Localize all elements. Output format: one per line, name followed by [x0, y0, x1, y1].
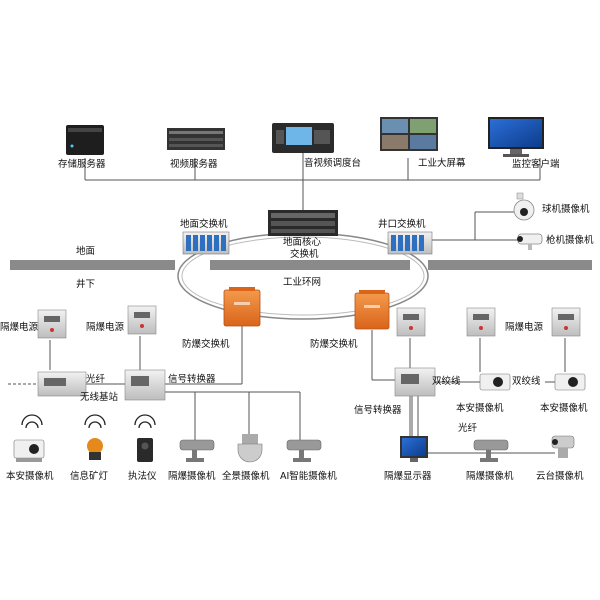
ground-band-left [10, 260, 175, 270]
signal-converter-left-label: 信号转换器 [168, 374, 216, 385]
psu-left-2-label: 隔爆电源 [86, 322, 125, 333]
psu-left-1-label: 隔爆电源 [0, 322, 39, 333]
explosion-display-label: 隔爆显示器 [384, 471, 432, 482]
explosion-camera-right-icon [473, 439, 509, 462]
explosion-camera-left-icon [179, 439, 215, 462]
explosion-switch-left-icon [223, 287, 261, 327]
ground-switch-label: 地面交换机 [180, 219, 228, 230]
shaft-switch-label: 井口交换机 [378, 219, 426, 230]
explosion-switch-right-label: 防爆交换机 [310, 339, 358, 350]
intrinsic-camera-right-2-icon [554, 373, 586, 391]
intrinsic-camera-right-1-label: 本安摄像机 [456, 403, 504, 414]
explosion-switch-left-label: 防爆交换机 [182, 339, 230, 350]
shaft-switch-icon [387, 231, 433, 255]
av-dispatch-label: 音视频调度台 [304, 158, 362, 169]
ai-camera-icon [286, 439, 322, 462]
ai-camera-label: AI智能摄像机 [280, 471, 337, 482]
wireless-base-station-icon [37, 371, 87, 397]
dome-camera-label: 球机摄像机 [542, 204, 590, 215]
ground-band-right [428, 260, 592, 270]
panorama-camera-icon [237, 434, 263, 463]
industrial-ring-inner [181, 236, 425, 316]
intrinsic-camera-left-icon [13, 439, 45, 462]
signal-converter-right-icon [394, 367, 436, 397]
signal-converter-left-icon [124, 369, 166, 401]
fiber-left-label: 光纤 [86, 374, 106, 385]
signal-converter-right-label: 信号转换器 [354, 405, 402, 416]
monitor-client-icon [488, 117, 544, 157]
psu-left-2-icon [127, 305, 157, 335]
video-server-label: 视频服务器 [170, 159, 218, 170]
storage-server-label: 存储服务器 [58, 159, 106, 170]
surface-zone-label: 地面 [76, 246, 96, 257]
explosion-camera-left-label: 隔爆摄像机 [168, 471, 216, 482]
core-switch-icon [268, 210, 338, 236]
intrinsic-camera-right-1-icon [479, 373, 511, 391]
ground-band-middle [210, 260, 410, 270]
explosion-camera-right-label: 隔爆摄像机 [466, 471, 514, 482]
psu-right-1-icon [396, 307, 426, 337]
ptz-camera-icon [551, 435, 575, 458]
ptz-camera-label: 云台摄像机 [536, 471, 584, 482]
law-recorder-label: 执法仪 [128, 471, 157, 482]
psu-right-3-icon [551, 307, 581, 337]
panorama-camera-label: 全景摄像机 [222, 471, 270, 482]
intrinsic-camera-right-2-label: 本安摄像机 [540, 403, 588, 414]
explosion-switch-right-icon [354, 290, 390, 330]
av-dispatch-icon [272, 123, 334, 153]
psu-right-2-icon [466, 307, 496, 337]
monitor-client-label: 监控客户端 [512, 159, 560, 170]
big-screen-label: 工业大屏幕 [418, 158, 466, 169]
info-lamp-icon [87, 438, 103, 460]
dome-camera-icon [513, 192, 535, 221]
wifi-icons [21, 414, 156, 429]
video-server-icon [167, 128, 225, 150]
twisted-pair-1-label: 双绞线 [432, 376, 461, 387]
info-lamp-label: 信息矿灯 [70, 471, 109, 482]
law-recorder-icon [137, 438, 153, 462]
fiber-right-label: 光纤 [458, 423, 478, 434]
psu-left-1-icon [37, 309, 67, 339]
storage-server-icon [66, 125, 104, 155]
ring-label: 工业环网 [283, 277, 322, 288]
underground-zone-label: 井下 [76, 279, 96, 290]
twisted-pair-2-label: 双绞线 [512, 376, 541, 387]
intrinsic-camera-left-label: 本安摄像机 [6, 471, 54, 482]
core-switch-label-2: 交换机 [290, 249, 319, 260]
wireless-station-label: 无线基站 [80, 392, 119, 403]
core-switch-label-1: 地面核心 [283, 237, 322, 248]
video-wall-icon [380, 117, 438, 151]
bullet-camera-label: 枪机摄像机 [546, 235, 594, 246]
psu-right-1-label: 隔爆电源 [505, 322, 544, 333]
ground-switch-icon [182, 231, 230, 255]
bullet-camera-icon [517, 233, 543, 250]
explosion-display-icon [400, 436, 428, 462]
